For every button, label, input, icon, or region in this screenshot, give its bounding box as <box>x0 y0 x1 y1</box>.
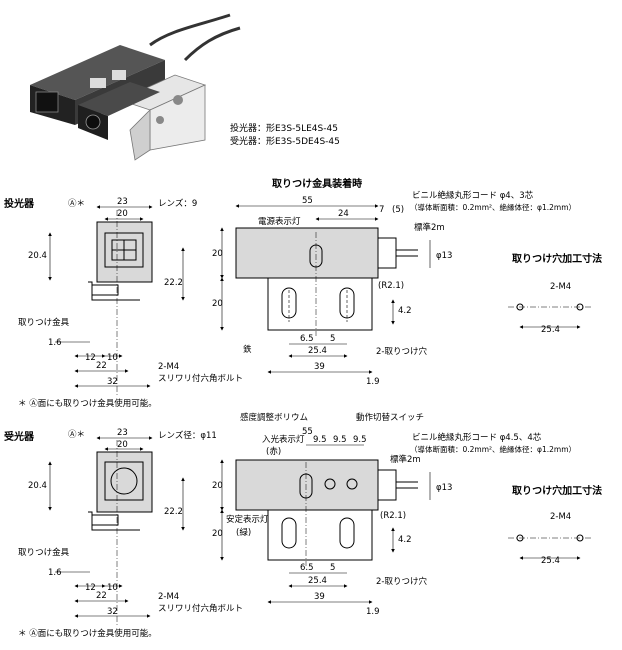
emitter-title: 投光器 <box>4 197 35 210</box>
receiver-cable-text: ビニル絶縁丸形コード φ4.5、4芯 <box>412 432 542 443</box>
emitter-mounting-label: 取りつけ金具 <box>18 317 70 328</box>
dim-10: 10 <box>107 353 118 363</box>
r-dim-6-5: 6.5 <box>300 563 314 573</box>
receiver-hole-dims-pitch: 25.4 <box>541 556 560 566</box>
dim-22-2: 22.2 <box>164 278 183 288</box>
model-emitter: 投光器：形E3S-5LE4S-45 <box>230 122 338 134</box>
product-photo <box>30 13 241 161</box>
emitter-cable-length: 標準2m <box>414 222 445 233</box>
dim-h20b: 20 <box>212 299 223 309</box>
receiver-cable-length: 標準2m <box>390 454 421 465</box>
dim-phi13: φ13 <box>436 251 452 261</box>
model-receiver: 受光器：形E3S-5DE4S-45 <box>230 135 340 147</box>
emitter-hole-label: 2-取りつけ穴 <box>376 346 428 357</box>
receiver-title: 受光器 <box>4 430 35 443</box>
dim-20: 20 <box>117 209 128 219</box>
receiver-stable-led-color: (緑) <box>236 527 251 538</box>
emitter-side-view <box>235 227 418 336</box>
receiver-hole-pattern <box>508 534 592 542</box>
dim-24: 24 <box>338 209 349 219</box>
r-dim-9-5c: 9.5 <box>353 435 367 445</box>
emitter-mounted-title: 取りつけ金具装着時 <box>272 177 362 190</box>
emitter-footnote: ＊ Ⓐ面にも取りつけ金具使用可能。 <box>18 398 157 409</box>
emitter-cable-text: ビニル絶縁丸形コード φ4、3芯 <box>412 190 534 201</box>
emitter-hole-dims-pitch: 25.4 <box>541 325 560 335</box>
emitter-screw-size: 2-M4 <box>158 362 179 372</box>
receiver-incident-led-color: (赤) <box>266 447 281 457</box>
receiver-incident-led-label: 入光表示灯 <box>262 434 305 445</box>
receiver-stable-led-label: 安定表示灯 <box>226 514 269 525</box>
dim-39: 39 <box>314 362 325 372</box>
r-dim-20-4: 20.4 <box>28 481 47 491</box>
emitter-mark-a: Ⓐ＊ <box>68 199 85 209</box>
dim-25-4: 25.4 <box>308 346 327 356</box>
r-dim-22-2: 22.2 <box>164 507 183 517</box>
r-dim-1-6: 1.6 <box>48 568 62 578</box>
emitter-hole-dims-title: 取りつけ穴加工寸法 <box>512 252 602 265</box>
receiver-side-view <box>235 459 418 566</box>
r-dim-4-2: 4.2 <box>398 535 412 545</box>
receiver-mark-a: Ⓐ＊ <box>68 430 85 440</box>
emitter-cable-spec: （導体断面積：0.2mm²、絶縁体径：φ1.2mm） <box>410 202 576 212</box>
receiver-screw-size: 2-M4 <box>158 592 179 602</box>
dim-7: 7 <box>379 205 384 215</box>
emitter-lens-label: レンズ：9 <box>158 198 197 209</box>
receiver-lens-label: レンズ径：φ11 <box>158 430 217 441</box>
r-dim-9-5a: 9.5 <box>313 435 327 445</box>
dim-55: 55 <box>302 196 313 206</box>
receiver-front-view <box>88 440 153 625</box>
receiver-cable-spec: （導体断面積：0.2mm²、絶縁体径：φ1.2mm） <box>410 444 576 454</box>
emitter-front-view <box>88 210 153 395</box>
r-dim-1-9: 1.9 <box>366 607 380 617</box>
r-dim-39: 39 <box>314 592 325 602</box>
dim-h20a: 20 <box>212 249 223 259</box>
dim-5: 5 <box>330 334 335 344</box>
r-dim-20: 20 <box>117 440 128 450</box>
r-dim-23: 23 <box>117 428 128 438</box>
r-dim-10: 10 <box>107 583 118 593</box>
receiver-mounting-label: 取りつけ金具 <box>18 547 70 558</box>
emitter-hole-dims-thread: 2-M4 <box>550 282 571 292</box>
r-dim-h20b: 20 <box>212 529 223 539</box>
emitter-hole-pattern <box>508 303 592 311</box>
receiver-switch-label: 動作切替スイッチ <box>356 412 424 423</box>
dim-22: 22 <box>96 361 107 371</box>
r-dim-22: 22 <box>96 591 107 601</box>
emitter-radius-label: (R2.1) <box>378 281 404 291</box>
dim-20-4: 20.4 <box>28 251 47 261</box>
dim-12: 12 <box>85 353 96 363</box>
receiver-hole-label: 2-取りつけ穴 <box>376 576 428 587</box>
r-dim-phi13: φ13 <box>436 483 452 493</box>
dim-32: 32 <box>107 377 118 387</box>
receiver-footnote: ＊ Ⓐ面にも取りつけ金具使用可能。 <box>18 628 157 639</box>
receiver-screw-desc: スリワリ付六角ボルト <box>158 603 243 614</box>
emitter-led-label: 電源表示灯 <box>258 216 301 227</box>
receiver-hole-dims-title: 取りつけ穴加工寸法 <box>512 484 602 497</box>
r-dim-9-5b: 9.5 <box>333 435 347 445</box>
r-dim-32: 32 <box>107 607 118 617</box>
r-dim-25-4: 25.4 <box>308 576 327 586</box>
receiver-sensitivity-label: 感度調整ボリウム <box>240 412 308 423</box>
dim-6-5: 6.5 <box>300 334 314 344</box>
r-dim-55: 55 <box>302 427 313 437</box>
dim-1-9: 1.9 <box>366 377 380 387</box>
dim-1-6: 1.6 <box>48 338 62 348</box>
dim-4-2: 4.2 <box>398 306 412 316</box>
r-dim-5: 5 <box>330 563 335 573</box>
emitter-screw-desc: スリワリ付六角ボルト <box>158 373 243 384</box>
r-dim-12: 12 <box>85 583 96 593</box>
emitter-iron-label: 鉄 <box>243 344 252 355</box>
receiver-hole-dims-thread: 2-M4 <box>550 512 571 522</box>
dim-5p: (5) <box>392 205 404 215</box>
receiver-radius-label: (R2.1) <box>380 511 406 521</box>
r-dim-h20a: 20 <box>212 481 223 491</box>
dim-23: 23 <box>117 197 128 207</box>
